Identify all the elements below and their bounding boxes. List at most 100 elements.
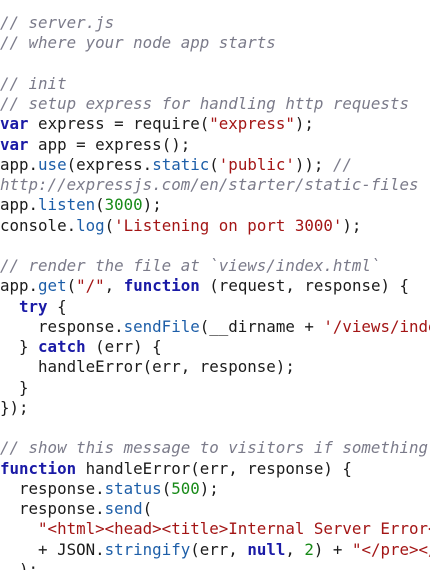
code-line[interactable]: ); — [0, 560, 430, 570]
code-token-comment: // render the file at `views/index.html` — [0, 256, 381, 275]
code-line[interactable]: app.use(express.static('public')); // — [0, 155, 430, 175]
code-token-plain: response. — [0, 316, 124, 336]
code-token-method: log — [76, 215, 105, 235]
code-line[interactable]: ​ — [0, 418, 430, 438]
code-token-plain: (err) { — [85, 337, 162, 356]
code-token-plain: )); — [294, 154, 333, 174]
code-token-string: 'public' — [218, 154, 295, 174]
code-line[interactable]: handleError(err, response); — [0, 357, 430, 377]
code-token-comment: // server.js — [0, 13, 115, 32]
code-token-plain — [0, 297, 19, 316]
code-token-plain: ); — [342, 215, 362, 235]
code-token-plain: ( — [161, 478, 172, 498]
code-token-keyword: function — [0, 458, 77, 478]
code-token-method: send — [104, 499, 143, 518]
code-token-method: sendFile — [123, 316, 200, 336]
code-token-comment: http://expressjs.com/en/starter/static-f… — [0, 175, 419, 194]
code-token-plain: ) + — [313, 539, 352, 559]
code-token-comment: // show this message to visitors if some… — [0, 438, 428, 458]
code-line[interactable]: "<html><head><title>Internal Server Erro… — [0, 519, 430, 539]
code-line[interactable]: response.send( — [0, 499, 430, 519]
code-token-plain: { — [47, 296, 67, 316]
code-token-plain: ); — [294, 114, 314, 134]
code-token-plain — [0, 519, 38, 538]
code-line[interactable]: // where your node app starts — [0, 33, 430, 53]
code-token-number: 3000 — [104, 195, 143, 215]
code-token-method: static — [152, 154, 210, 174]
code-token-plain: ( — [104, 215, 115, 235]
code-token-plain: ); — [0, 559, 39, 570]
code-line[interactable]: } — [0, 378, 430, 398]
code-token-plain: ( — [95, 195, 105, 215]
code-token-plain: (request, response) { — [199, 276, 410, 296]
code-content[interactable]: // server.js// where your node app start… — [0, 13, 430, 570]
code-token-plain: (__dirname + — [199, 316, 324, 336]
code-token-plain: ( — [142, 499, 153, 518]
code-token-plain: app. — [0, 154, 39, 174]
code-line[interactable]: try { — [0, 297, 430, 317]
code-token-number: 500 — [171, 478, 200, 498]
code-token-plain: app. — [0, 276, 39, 296]
code-line[interactable]: } catch (err) { — [0, 337, 430, 357]
code-token-plain: ( — [66, 276, 77, 296]
code-token-plain: response. — [0, 499, 105, 518]
code-token-string: "<html><head><title>Internal Server Erro… — [38, 519, 430, 539]
code-token-plain: , — [285, 539, 305, 559]
code-token-keyword: try — [19, 296, 48, 316]
code-line[interactable]: function handleError(err, response) { — [0, 459, 430, 479]
code-token-plain: , — [104, 276, 124, 296]
code-token-plain: app. — [0, 195, 39, 215]
code-token-plain: handleError(err, response) { — [76, 458, 352, 478]
code-token-method: listen — [38, 195, 96, 215]
code-line[interactable]: + JSON.stringify(err, null, 2) + "</pre>… — [0, 540, 430, 560]
code-line[interactable]: // server.js — [0, 13, 430, 33]
code-token-comment: // — [332, 154, 352, 174]
code-line[interactable]: console.log('Listening on port 3000'); — [0, 216, 430, 236]
code-line[interactable]: response.status(500); — [0, 479, 430, 499]
code-line[interactable]: // show this message to visitors if some… — [0, 438, 430, 458]
code-token-plain: ); — [142, 195, 162, 215]
code-token-comment: // init — [0, 73, 67, 93]
code-line[interactable]: var express = require("express"); — [0, 114, 430, 134]
code-line[interactable]: // render the file at `views/index.html` — [0, 256, 430, 276]
code-line[interactable]: ​ — [0, 236, 430, 256]
code-token-string: "/" — [76, 276, 105, 296]
code-token-method: get — [38, 276, 67, 296]
code-token-plain: (err, — [190, 539, 248, 559]
code-token-plain: + JSON. — [0, 539, 105, 559]
code-line[interactable]: }); — [0, 398, 430, 418]
code-token-string: "express" — [209, 114, 295, 134]
code-line[interactable]: response.sendFile(__dirname + '/views/in… — [0, 317, 430, 337]
code-line[interactable]: ​ — [0, 54, 430, 74]
code-token-string: 'Listening on port 3000' — [114, 215, 343, 235]
code-token-keyword: var — [0, 114, 29, 134]
code-token-string: "</pre></body></html>" — [351, 539, 430, 559]
code-line[interactable]: var app = express(); — [0, 135, 430, 155]
code-token-plain: app = express(); — [28, 134, 191, 154]
code-token-plain: ); — [199, 478, 219, 498]
code-token-method: use — [38, 154, 67, 174]
code-token-plain: } — [0, 377, 29, 397]
code-line[interactable]: http://expressjs.com/en/starter/static-f… — [0, 175, 430, 195]
code-line[interactable]: // setup express for handling http reque… — [0, 94, 430, 114]
code-line[interactable]: // init — [0, 74, 430, 94]
code-token-keyword: catch — [38, 337, 86, 356]
code-token-keyword: var — [0, 134, 29, 154]
code-line[interactable]: app.listen(3000); — [0, 195, 430, 215]
code-token-plain: console. — [0, 215, 77, 235]
code-token-plain: handleError(err, response); — [0, 357, 295, 377]
code-token-method: status — [104, 478, 162, 498]
code-token-comment: // setup express for handling http reque… — [0, 94, 409, 113]
code-token-keyword: null — [247, 539, 286, 559]
code-token-plain: ( — [209, 154, 219, 174]
code-token-keyword: function — [123, 276, 200, 296]
code-token-plain: response. — [0, 478, 105, 498]
code-token-plain: express = require( — [28, 114, 210, 134]
code-token-number: 2 — [304, 539, 314, 559]
code-token-method: stringify — [104, 539, 191, 559]
code-token-string: '/views/index.html' — [323, 316, 430, 336]
code-token-plain: (express. — [66, 154, 153, 174]
code-token-comment: // where your node app starts — [0, 33, 276, 53]
code-line[interactable]: app.get("/", function (request, response… — [0, 276, 430, 296]
